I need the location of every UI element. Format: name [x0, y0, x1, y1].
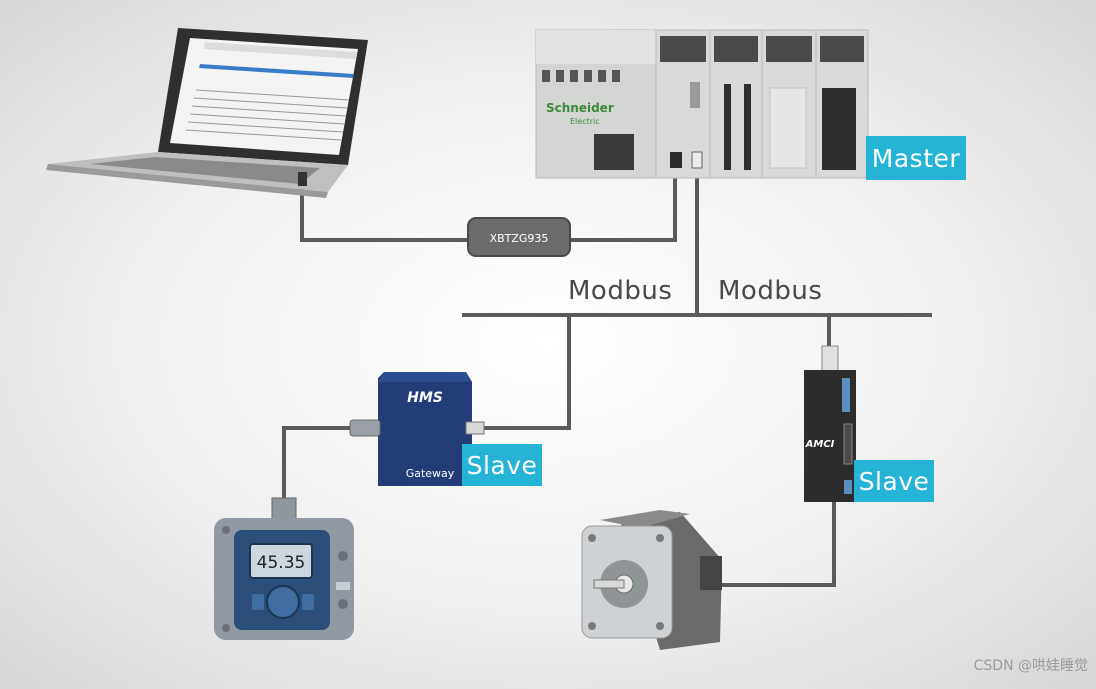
- drive-brand-label: AMCI: [805, 439, 835, 450]
- gateway-rj45-plug: [465, 421, 485, 435]
- drive-connector-top: [821, 345, 839, 373]
- stepper-motor-icon: [581, 510, 722, 650]
- plc-cpu-serial-port: [690, 82, 700, 108]
- cable-adapter-icon: XBTZG935: [467, 217, 571, 257]
- laptop-base-edge: [46, 164, 328, 198]
- gateway-slave-label: Slave: [462, 444, 542, 486]
- meter-db9-plug: [271, 497, 297, 521]
- cable-adapter-label: XBTZG935: [490, 232, 549, 245]
- plc-cpu-rj45: [670, 152, 682, 168]
- gateway-name-label: Gateway: [406, 467, 455, 480]
- gateway-icon: HMS Gateway: [349, 372, 485, 486]
- plc-rack-icon: Schneider Electric: [535, 29, 869, 179]
- laptop-window-blue-bar: [199, 64, 354, 78]
- plc-top-panel: [536, 30, 656, 64]
- plc-io-2-blank-panel: [769, 87, 807, 169]
- plc-io-3-vent: [820, 36, 864, 62]
- plc-io-1-vent: [714, 36, 758, 62]
- plc-indicator-row: [542, 70, 620, 82]
- meter-reading: 45.35: [257, 553, 306, 573]
- cable-adapter-to-plc: [570, 168, 677, 242]
- laptop-screen-table: [185, 89, 350, 141]
- meter-display: [249, 543, 313, 579]
- motor-bolt-br: [656, 622, 664, 630]
- drive-status-led: [844, 480, 852, 494]
- meter-key-right: [302, 594, 314, 610]
- meter-label-plate: [336, 582, 350, 590]
- laptop-keyboard: [90, 157, 320, 184]
- adapter-body: [467, 217, 571, 257]
- meter-screw-bl: [222, 624, 230, 632]
- plc-cpu-port-block: [594, 134, 634, 170]
- meter-gland-1: [338, 551, 348, 561]
- plc-cpu-vent: [660, 36, 706, 62]
- meter-gland-2: [338, 599, 348, 609]
- master-label: Master: [866, 136, 966, 180]
- modbus-label-right: Modbus: [718, 276, 823, 306]
- plc-io-1-terminal-a: [724, 84, 731, 170]
- cable-laptop-to-adapter: [300, 185, 468, 242]
- plc-io-2-vent: [766, 36, 812, 62]
- drive-io-connector: [843, 423, 853, 465]
- drive-slave-label: Slave: [854, 460, 934, 502]
- motor-bolt-tl: [588, 534, 596, 542]
- cables: [282, 168, 932, 587]
- motor-body-top: [600, 510, 690, 528]
- gateway-brand-label: HMS: [407, 390, 443, 406]
- plc-brand-label: Schneider: [546, 101, 614, 115]
- motor-shaft-extension: [593, 579, 625, 589]
- cable-drive-to-motor: [720, 502, 836, 587]
- panel-meter-icon: 45.35: [214, 497, 354, 640]
- motor-bolt-bl: [588, 622, 596, 630]
- plc-cpu-rj45-2: [691, 151, 703, 169]
- meter-dial: [266, 585, 300, 619]
- stepper-drive-icon: AMCI: [804, 345, 856, 502]
- plc-io-1-terminal-b: [744, 84, 751, 170]
- plc-brand-sub-label: Electric: [570, 117, 600, 126]
- laptop-icon: [46, 28, 368, 198]
- meter-screw-tl: [222, 526, 230, 534]
- laptop-usb-plug: [298, 172, 307, 186]
- motor-connector-box: [700, 556, 722, 590]
- modbus-label-left: Modbus: [568, 276, 673, 306]
- gateway-body: [378, 372, 472, 486]
- cable-gateway-to-meter: [282, 426, 360, 500]
- watermark: CSDN @哄娃睡觉: [973, 658, 1088, 674]
- plc-io-3-connector: [822, 88, 856, 170]
- laptop-window-titlebar: [204, 42, 357, 59]
- motor-bolt-tr: [656, 534, 664, 542]
- gateway-db9-connector: [349, 419, 381, 437]
- drive-terminal-strip: [842, 378, 850, 412]
- cable-bus-to-gateway: [482, 315, 571, 430]
- gateway-top-face: [378, 372, 472, 382]
- meter-key-left: [252, 594, 264, 610]
